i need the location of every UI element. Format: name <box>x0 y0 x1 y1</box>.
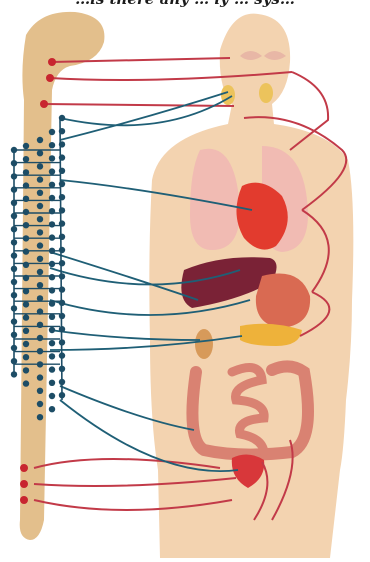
sympathetic-ganglion <box>23 248 29 254</box>
sympathetic-ganglion <box>49 327 55 333</box>
sympathetic-ganglion <box>49 155 55 161</box>
sympathetic-ganglion <box>11 173 17 179</box>
sympathetic-ganglion <box>23 314 29 320</box>
sympathetic-ganglion <box>23 367 29 373</box>
sympathetic-ganglion <box>23 380 29 386</box>
sympathetic-ganglion <box>11 305 17 311</box>
sympathetic-ganglion <box>49 314 55 320</box>
sympathetic-ganglion <box>23 262 29 268</box>
sympathetic-ganglion <box>11 371 17 377</box>
sympathetic-ganglion <box>11 213 17 219</box>
sympathetic-ganglion <box>49 129 55 135</box>
sympathetic-ganglion <box>23 209 29 215</box>
sympathetic-ganglion <box>23 354 29 360</box>
sympathetic-ganglion <box>11 318 17 324</box>
sympathetic-ganglion <box>11 266 17 272</box>
sympathetic-ganglion <box>49 393 55 399</box>
sympathetic-ganglion <box>37 282 43 288</box>
sympathetic-ganglion <box>49 221 55 227</box>
sympathetic-ganglion <box>59 115 65 121</box>
kidney-icon <box>195 329 213 359</box>
sympathetic-ganglion <box>11 332 17 338</box>
sympathetic-ganglion <box>37 176 43 182</box>
sympathetic-ganglion <box>49 182 55 188</box>
sympathetic-ganglion <box>11 345 17 351</box>
sympathetic-ganglion <box>49 353 55 359</box>
sympathetic-ganglion <box>59 234 65 240</box>
sympathetic-ganglion <box>49 168 55 174</box>
sympathetic-ganglion <box>59 247 65 253</box>
header-fragment: …is there any … ly … sys… <box>0 0 370 12</box>
sympathetic-ganglion <box>37 401 43 407</box>
sympathetic-ganglion <box>37 335 43 341</box>
sympathetic-ganglion <box>59 366 65 372</box>
sympathetic-ganglion <box>37 137 43 143</box>
sympathetic-ganglion <box>11 292 17 298</box>
sympathetic-ganglion <box>59 154 65 160</box>
sympathetic-ganglion <box>37 190 43 196</box>
sympathetic-ganglion <box>11 226 17 232</box>
sympathetic-ganglion <box>37 242 43 248</box>
sympathetic-ganglion <box>37 388 43 394</box>
sympathetic-ganglion <box>59 286 65 292</box>
sympathetic-ganglion <box>11 252 17 258</box>
sympathetic-ganglion <box>37 216 43 222</box>
sympathetic-ganglion <box>37 374 43 380</box>
sympathetic-ganglion <box>23 156 29 162</box>
sympathetic-ganglion <box>37 229 43 235</box>
sympathetic-ganglion <box>49 406 55 412</box>
sympathetic-ganglion <box>37 150 43 156</box>
sympathetic-ganglion <box>59 379 65 385</box>
sympathetic-ganglion <box>37 256 43 262</box>
sympathetic-ganglion <box>49 274 55 280</box>
sympathetic-ganglion <box>49 366 55 372</box>
sympathetic-ganglion <box>23 341 29 347</box>
sympathetic-ganglion <box>59 194 65 200</box>
sympathetic-ganglion <box>59 128 65 134</box>
sympathetic-ganglion <box>49 340 55 346</box>
sympathetic-ganglion <box>59 339 65 345</box>
sympathetic-ganglion <box>59 392 65 398</box>
sympathetic-ganglion <box>49 380 55 386</box>
sympathetic-ganglion <box>23 301 29 307</box>
sympathetic-ganglion <box>11 239 17 245</box>
sympathetic-ganglion <box>59 181 65 187</box>
sympathetic-ganglion <box>23 328 29 334</box>
sympathetic-ganglion <box>37 269 43 275</box>
sympathetic-ganglion <box>37 203 43 209</box>
sympathetic-ganglion <box>11 279 17 285</box>
sympathetic-ganglion <box>59 141 65 147</box>
sympathetic-ganglion <box>59 168 65 174</box>
sympathetic-ganglion <box>11 358 17 364</box>
sympathetic-ganglion <box>37 163 43 169</box>
sympathetic-ganglion <box>59 352 65 358</box>
sympathetic-ganglion <box>37 414 43 420</box>
sympathetic-ganglion <box>23 143 29 149</box>
sympathetic-ganglion <box>49 142 55 148</box>
